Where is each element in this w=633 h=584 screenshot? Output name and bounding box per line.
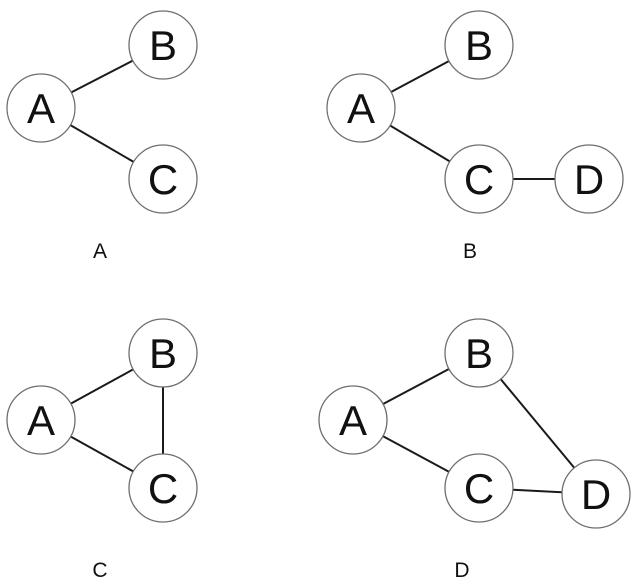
node-B: B <box>444 318 514 388</box>
node-A: A <box>6 73 76 143</box>
node-circle <box>128 144 198 214</box>
node-circle <box>128 453 198 523</box>
node-label: B <box>149 22 177 69</box>
node-label: A <box>347 85 375 132</box>
node-label: D <box>581 471 611 518</box>
node-B: B <box>444 10 514 80</box>
node-circle <box>6 385 76 455</box>
node-circle <box>561 459 631 529</box>
node-C: C <box>444 144 514 214</box>
node-B: B <box>128 10 198 80</box>
node-circle <box>444 10 514 80</box>
node-circle <box>128 10 198 80</box>
node-A: A <box>318 385 388 455</box>
node-D: D <box>554 144 624 214</box>
node-C: C <box>444 453 514 523</box>
graph-diagram-A: A B C A <box>6 10 198 263</box>
node-circle <box>554 144 624 214</box>
node-circle <box>444 318 514 388</box>
node-label: C <box>148 156 178 203</box>
node-circle <box>444 453 514 523</box>
diagram-caption: A <box>93 240 107 263</box>
node-label: A <box>27 85 55 132</box>
graph-diagram-B: A B C D B <box>326 10 624 263</box>
node-label: D <box>574 156 604 203</box>
node-C: C <box>128 453 198 523</box>
node-C: C <box>128 144 198 214</box>
node-label: B <box>465 22 493 69</box>
diagram-caption: D <box>454 559 469 582</box>
node-label: C <box>148 465 178 512</box>
diagram-caption: B <box>463 240 477 263</box>
node-label: C <box>464 156 494 203</box>
node-label: B <box>149 330 177 377</box>
node-label: C <box>464 465 494 512</box>
node-circle <box>326 73 396 143</box>
node-B: B <box>128 318 198 388</box>
node-A: A <box>326 73 396 143</box>
node-label: A <box>27 397 55 444</box>
node-label: B <box>465 330 493 377</box>
diagram-caption: C <box>92 559 107 582</box>
node-A: A <box>6 385 76 455</box>
node-circle <box>318 385 388 455</box>
node-circle <box>128 318 198 388</box>
node-label: A <box>339 397 367 444</box>
graph-diagram-C: A B C C <box>6 318 198 582</box>
node-circle <box>444 144 514 214</box>
graph-diagram-D: A B C D D <box>318 318 631 582</box>
node-circle <box>6 73 76 143</box>
node-D: D <box>561 459 631 529</box>
